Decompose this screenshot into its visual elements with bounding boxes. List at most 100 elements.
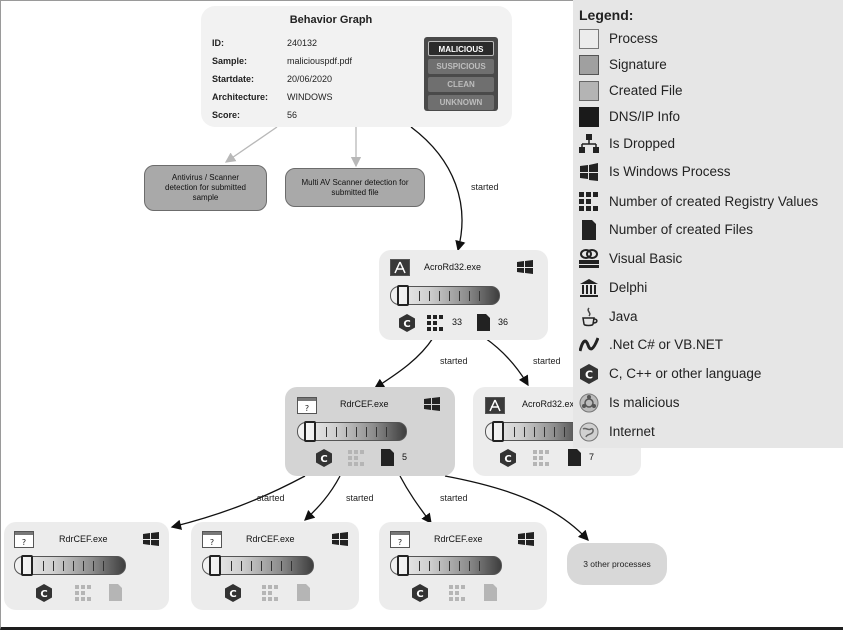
svg-text:C: C — [320, 454, 327, 465]
process-node-grandchild-3[interactable]: ? RdrCEF.exe C — [379, 522, 547, 610]
process-node-grandchild-1[interactable]: ? RdrCEF.exe C — [4, 522, 169, 610]
legend-item: Visual Basic — [579, 247, 841, 271]
dotnet-icon — [579, 337, 599, 352]
file-icon — [568, 449, 581, 466]
signature-swatch — [579, 55, 599, 75]
edge-label: started — [533, 356, 561, 366]
windows-icon — [424, 397, 440, 411]
legend-item: DNS/IP Info — [579, 105, 841, 129]
dropped-icon — [579, 134, 599, 153]
score-marker — [492, 421, 504, 442]
legend-item: Process — [579, 27, 841, 51]
created-file-swatch — [579, 81, 599, 101]
edge-childa-gc1 — [170, 475, 306, 530]
summary-title: Behavior Graph — [289, 14, 373, 26]
svg-text:C: C — [229, 589, 236, 600]
legend-item: Delphi — [579, 276, 841, 300]
summary-value: 56 — [287, 110, 298, 120]
file-count: 7 — [589, 452, 595, 462]
svg-text:C: C — [585, 369, 593, 382]
file-icon — [477, 314, 490, 331]
internet-icon — [579, 422, 599, 442]
edge-root-childa — [373, 337, 434, 389]
legend-item: Signature — [579, 53, 841, 77]
registry-icon — [75, 585, 91, 601]
edge-label: started — [440, 356, 468, 366]
summary-key: Score: — [212, 110, 241, 120]
other-processes-node[interactable]: 3 other processes — [567, 543, 667, 585]
score-marker — [304, 421, 316, 442]
process-name: RdrCEF.exe — [59, 534, 108, 544]
edge-label: started — [440, 493, 468, 503]
legend-label: Internet — [609, 424, 655, 439]
visual-basic-icon — [579, 249, 599, 268]
legend-item: .Net C# or VB.NET — [579, 333, 841, 357]
score-bar — [485, 421, 585, 442]
legend-label: Created File — [609, 83, 683, 98]
windows-icon — [580, 163, 598, 181]
summary-value: 240132 — [287, 38, 318, 48]
file-icon — [582, 220, 596, 240]
c-language-icon: C — [316, 449, 332, 467]
process-node-root[interactable]: AcroRd32.exe C 33 36 — [379, 250, 548, 340]
process-name: AcroRd32.exe — [522, 399, 580, 409]
generic-app-icon: ? — [297, 397, 317, 414]
registry-icon — [262, 585, 278, 601]
legend-label: Signature — [609, 57, 667, 72]
registry-icon — [348, 450, 364, 466]
signature-node[interactable]: Antivirus / Scanner detection for submit… — [144, 165, 267, 211]
c-language-icon: C — [500, 449, 516, 467]
edge-label: started — [257, 493, 285, 503]
edge-childa-other — [444, 475, 589, 541]
c-language-icon: C — [399, 314, 415, 332]
file-icon — [484, 584, 497, 601]
delphi-icon — [580, 279, 598, 297]
signature-text: Antivirus / Scanner detection for submit… — [165, 173, 246, 202]
edge-label: started — [471, 182, 499, 192]
process-name: RdrCEF.exe — [246, 534, 295, 544]
legend-item: Is malicious — [579, 391, 841, 415]
legend-label: Java — [609, 309, 638, 324]
pdf-app-icon — [390, 259, 410, 276]
process-node-child-a[interactable]: ? RdrCEF.exe C 5 — [285, 387, 455, 476]
score-marker — [209, 555, 221, 576]
registry-icon — [533, 450, 549, 466]
summary-key: ID: — [212, 38, 224, 48]
pdf-app-icon — [485, 397, 505, 414]
summary-value: 20/06/2020 — [287, 74, 333, 84]
legend-item: C C, C++ or other language — [579, 362, 841, 386]
registry-count: 33 — [452, 317, 463, 327]
score-bar — [390, 555, 502, 576]
process-node-grandchild-2[interactable]: ? RdrCEF.exe C — [191, 522, 359, 610]
summary-value: maliciouspdf.pdf — [287, 56, 353, 66]
registry-icon — [427, 315, 443, 331]
verdict-clean: CLEAN — [428, 77, 494, 92]
legend-label: C, C++ or other language — [609, 366, 762, 381]
verdict-unknown: UNKNOWN — [428, 95, 494, 110]
legend-label: Is Dropped — [609, 136, 676, 151]
generic-app-icon: ? — [202, 531, 222, 548]
svg-text:C: C — [504, 454, 511, 465]
file-count: 5 — [402, 452, 408, 462]
file-icon — [381, 449, 394, 466]
behavior-summary-card[interactable]: Behavior Graph ID: 240132 Sample: malici… — [201, 6, 512, 127]
process-name: AcroRd32.exe — [424, 262, 482, 272]
legend-label: .Net C# or VB.NET — [609, 337, 724, 352]
file-icon — [109, 584, 122, 601]
legend-panel: Legend: Process Signature Created File D… — [573, 0, 843, 448]
edge-root-childb — [484, 337, 529, 387]
legend-item: Is Dropped — [579, 132, 841, 156]
malicious-icon — [579, 393, 599, 413]
edge-childa-gc2 — [304, 475, 341, 521]
signature-text: Multi AV Scanner detection for submitted… — [301, 177, 409, 197]
dns-ip-swatch — [579, 107, 599, 127]
legend-label: Number of created Files — [609, 222, 754, 237]
registry-icon — [579, 192, 598, 211]
windows-icon — [332, 532, 348, 546]
legend-item: Java — [579, 305, 841, 329]
summary-value: WINDOWS — [287, 92, 333, 102]
signature-node[interactable]: Multi AV Scanner detection for submitted… — [285, 168, 425, 207]
file-icon — [297, 584, 310, 601]
